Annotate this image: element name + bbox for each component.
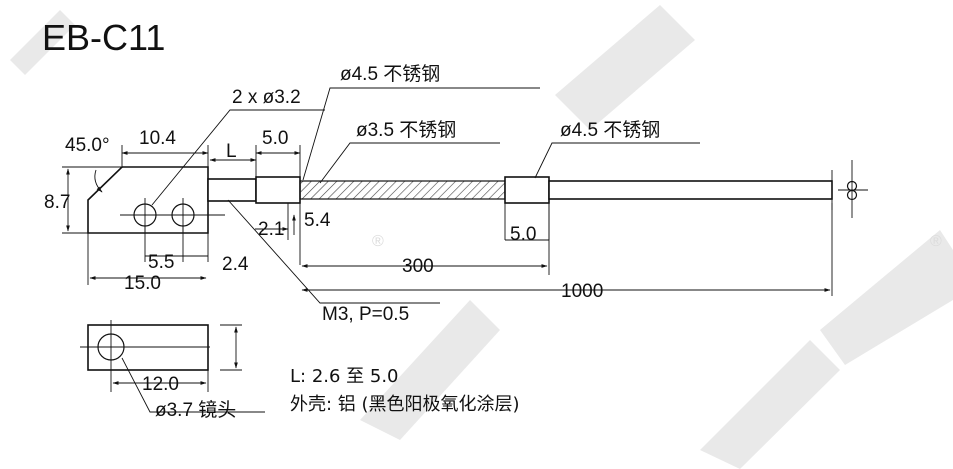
label-thread: M3, P=0.5 — [322, 304, 409, 325]
dim-5-0-top: 5.0 — [262, 128, 288, 149]
label-holes: 2 x ø3.2 — [232, 87, 301, 108]
label-tube-35: ø3.5 不锈钢 — [356, 119, 456, 141]
sensor-head-body — [87, 166, 225, 234]
dim-5-4: 5.4 — [304, 210, 331, 231]
dim-2-1: 2.1 — [258, 219, 284, 240]
dim-12-0: 12.0 — [142, 374, 179, 395]
label-tube-45-top: ø4.5 不锈钢 — [340, 63, 440, 85]
top-dimensions: 45.0° 10.4 L 5.0 — [65, 128, 301, 193]
label-lens: ø3.7 镜头 — [155, 399, 236, 421]
model-title: EB-C11 — [42, 17, 165, 58]
dim-angle: 45.0° — [65, 135, 110, 156]
fiber-end-symbol — [838, 160, 868, 218]
thread-callout: M3, P=0.5 — [227, 199, 440, 325]
label-tube-45-right: ø4.5 不锈钢 — [560, 119, 660, 141]
dim-10-4: 10.4 — [139, 128, 176, 149]
left-dimensions: 8.7 — [44, 166, 122, 234]
fiber-tube-assembly — [207, 170, 833, 210]
dim-300: 300 — [402, 256, 434, 277]
thread-dimensions: 2.1 5.4 — [255, 203, 331, 265]
dim-L: L — [226, 141, 237, 162]
note-l-range: L: 2.6 至 5.0 — [290, 366, 399, 387]
note-housing: 外壳: 铝 (黑色阳极氧化涂层) — [290, 394, 520, 415]
head-bottom-dimensions: 5.5 2.4 15.0 — [87, 226, 249, 294]
watermark: ® ® — [10, 5, 953, 469]
tube-labels: ø4.5 不锈钢 ø3.5 不锈钢 ø4.5 不锈钢 2 x ø3.2 — [151, 63, 700, 206]
dim-1000: 1000 — [561, 281, 603, 302]
collar-dimension: 5.0 — [504, 203, 550, 245]
registered-mark-right: ® — [930, 233, 942, 250]
dim-8-7: 8.7 — [44, 192, 70, 213]
dim-2-4: 2.4 — [222, 254, 249, 275]
dim-5-0-right: 5.0 — [510, 224, 536, 245]
dim-5-5: 5.5 — [148, 252, 174, 273]
spec-notes: L: 2.6 至 5.0 外壳: 铝 (黑色阳极氧化涂层) — [290, 366, 520, 415]
dim-15-0: 15.0 — [124, 273, 161, 294]
sensor-head-top-view: 12.0 ø3.7 镜头 — [80, 320, 265, 421]
length-dimensions: 300 1000 — [301, 203, 833, 302]
registered-mark: ® — [372, 233, 384, 250]
